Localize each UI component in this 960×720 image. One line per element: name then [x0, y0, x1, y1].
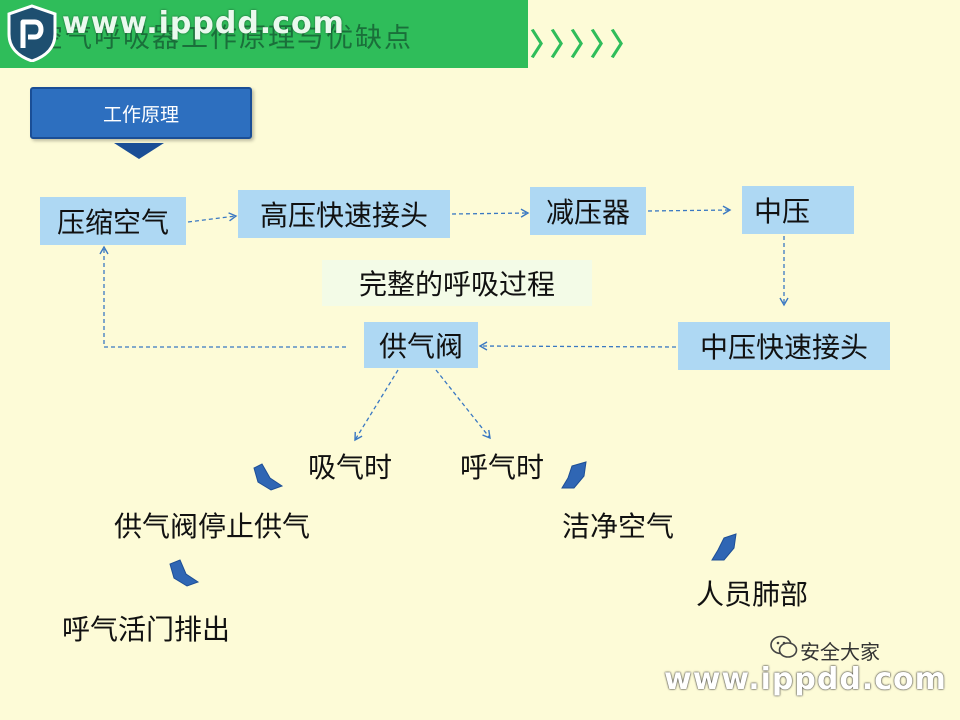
label-exhaust-valve: 呼气活门排出: [62, 613, 231, 646]
page-title: 空气呼吸器工作原理与优缺点: [36, 23, 413, 54]
curved-arrow-icon: [561, 461, 587, 489]
header-chevron-icons: 〉〉〉〉〉: [530, 28, 645, 63]
arrow-hp-to-reducer: [451, 208, 530, 218]
label-inhale: 吸气时: [308, 451, 393, 484]
arrow-valve-to-compressed: [99, 245, 346, 348]
arrow-reducer-to-mp: [647, 205, 732, 215]
label-valve-stop: 供气阀停止供气: [114, 510, 311, 543]
curved-arrow-icon: [711, 533, 737, 561]
arrow-valve-to-exhale: [435, 369, 491, 440]
wechat-caption: 安全大家: [800, 640, 880, 664]
arrow-compressed-to-hp: [187, 212, 238, 223]
curved-arrow-icon: [253, 463, 284, 491]
down-triangle-icon: [114, 143, 164, 159]
watermark-top: www.ippdd.com: [62, 6, 345, 41]
label-clean-air: 洁净空气: [562, 510, 675, 543]
arrow-mpcoupler-to-valve: [478, 341, 677, 351]
node-supply-valve: 供气阀: [364, 322, 478, 368]
wechat-icon: [770, 635, 798, 658]
node-mp-quick-coupler: 中压快速接头: [678, 322, 890, 370]
node-compressed-air: 压缩空气: [40, 197, 186, 245]
watermark-bottom: www.ippdd.com: [664, 662, 947, 697]
node-pressure-reducer: 减压器: [530, 187, 646, 235]
label-exhale: 呼气时: [460, 451, 545, 484]
curved-arrow-icon: [169, 559, 200, 587]
principle-label: 工作原理: [30, 87, 252, 139]
node-breathing-process: 完整的呼吸过程: [322, 260, 592, 306]
node-hp-quick-coupler: 高压快速接头: [238, 190, 450, 238]
header-band: [0, 0, 528, 68]
arrow-valve-to-inhale: [354, 369, 399, 442]
node-medium-pressure: 中压: [742, 186, 854, 234]
shield-logo-icon: [7, 4, 57, 62]
label-lungs: 人员肺部: [696, 578, 809, 611]
